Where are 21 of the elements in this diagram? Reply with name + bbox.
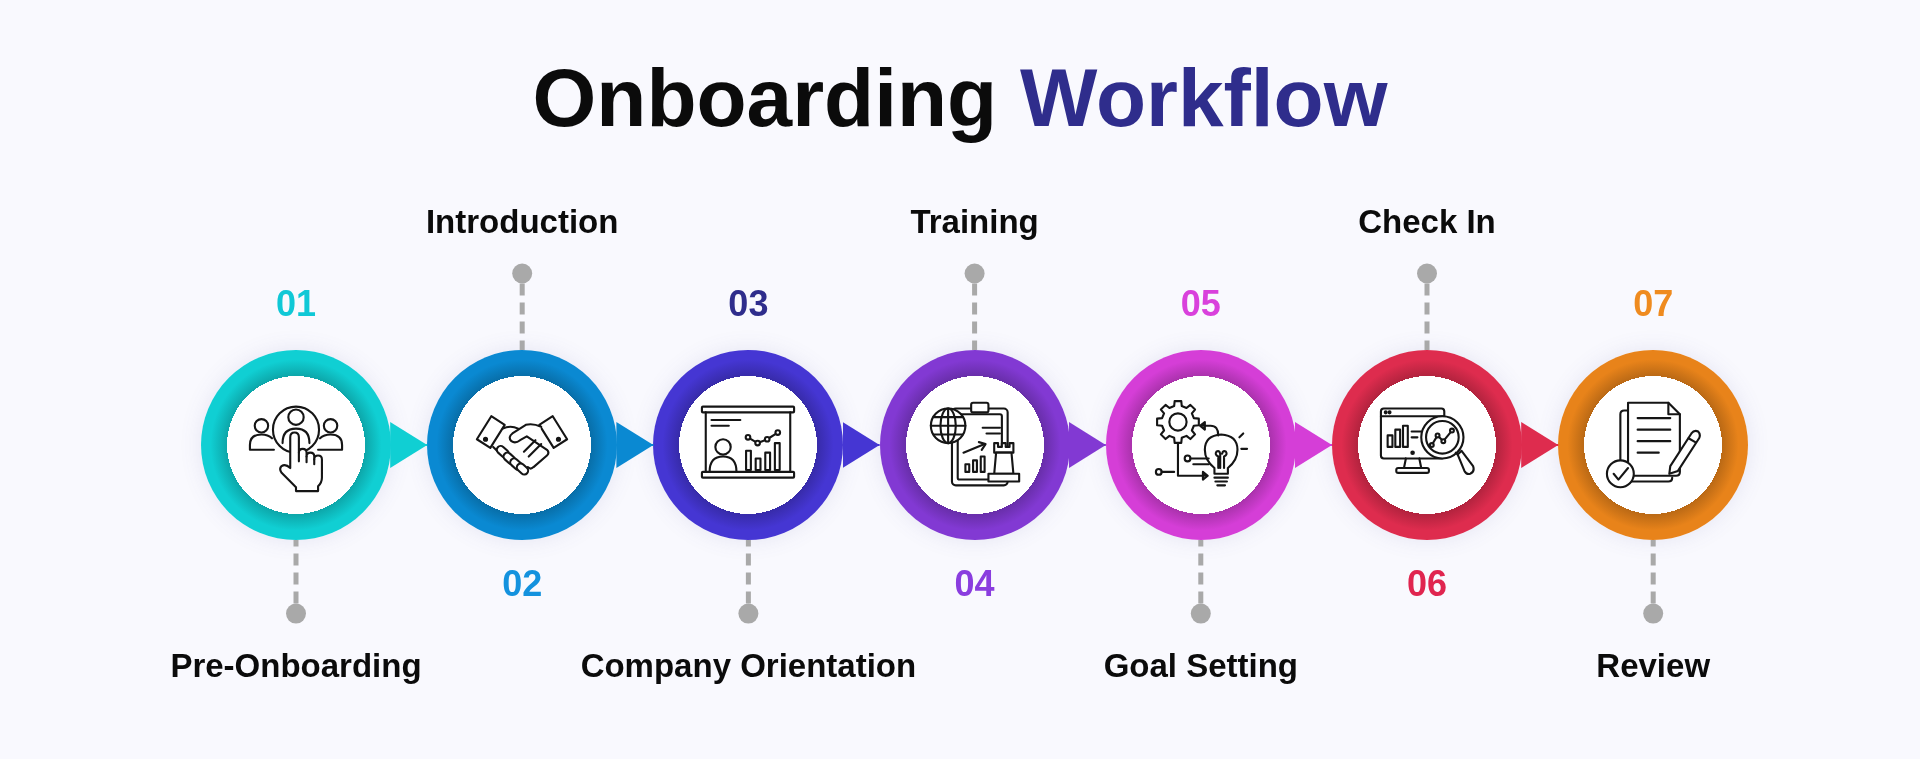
step-number: 04 [954, 562, 995, 605]
step-number: 03 [728, 282, 769, 325]
step-number: 07 [1633, 282, 1674, 325]
step-number: 05 [1180, 282, 1221, 325]
step-label: Pre-Onboarding [170, 646, 422, 685]
step-number: 01 [276, 282, 316, 325]
arrow [1294, 422, 1333, 468]
arrow [842, 422, 881, 468]
arrow [1068, 422, 1107, 468]
step-label: Company Orientation [580, 646, 917, 685]
step-label: Goal Setting [1103, 646, 1298, 685]
step-label: Check In [1358, 202, 1496, 241]
step-number: 02 [502, 562, 543, 605]
title: Onboarding Workflow [532, 51, 1388, 146]
step-number: 06 [1407, 562, 1447, 605]
step-label: Review [1596, 646, 1711, 685]
step-label: Training [910, 202, 1039, 241]
arrow [390, 422, 429, 468]
arrow [616, 422, 655, 468]
arrow [1521, 422, 1560, 468]
step-label: Introduction [425, 202, 619, 241]
